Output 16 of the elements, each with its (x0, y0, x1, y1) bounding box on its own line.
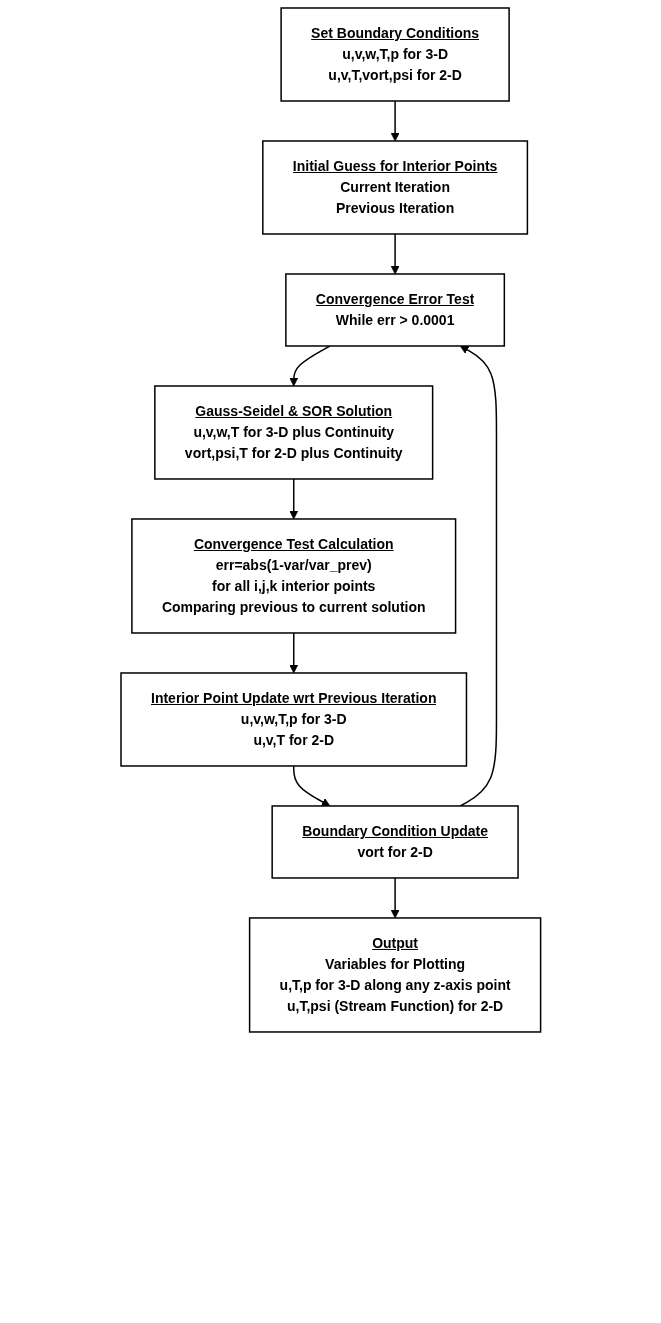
arrow (289, 632, 298, 674)
arrow (289, 345, 331, 387)
arrow (292, 765, 331, 807)
node-box: Boundary Condition Update vort for 2-D (271, 805, 519, 879)
arrow (289, 478, 298, 520)
node-box: Output Variables for Plotting u,T,p for 3-D along any z-axis point u,T,psi (Stream Function) for 2-D (248, 917, 542, 1033)
node-box: Set Boundary Conditions u,v,w,T,p for 3-D u,v,T,vort,psi for 2-D (280, 7, 510, 102)
arrow (390, 877, 400, 919)
arrow (459, 345, 497, 807)
arrow (390, 233, 400, 275)
node-box: Convergence Test Calculation err=abs(1-var/var_prev) for all i,j,k interior points Comparing previous to current solution (130, 518, 456, 634)
node-box: Initial Guess for Interior Points Current Iteration Previous Iteration (261, 140, 528, 235)
arrow (390, 100, 400, 142)
node-box: Interior Point Update wrt Previous Iteration u,v,w,T,p for 3-D u,v,T for 2-D (119, 672, 467, 767)
node-box: Gauss-Seidel & SOR Solution u,v,w,T for 3-D plus Continuity vort,psi,T for 2-D plus Continuity (153, 385, 434, 480)
node-box: Convergence Error Test While err > 0.0001 (284, 273, 505, 347)
